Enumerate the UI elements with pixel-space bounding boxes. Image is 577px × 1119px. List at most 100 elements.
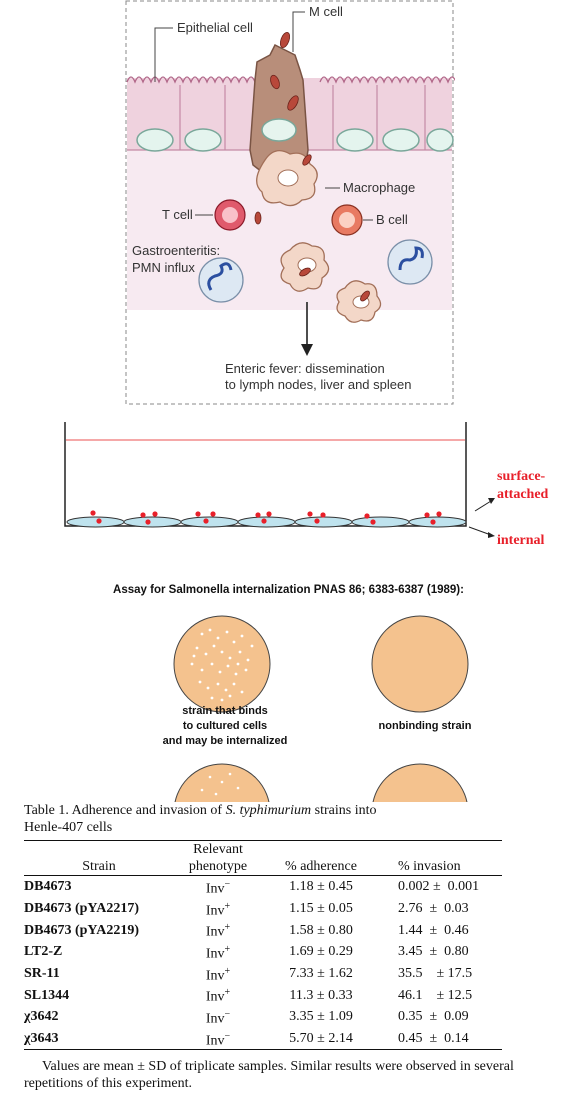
phenotype-text: Inv	[205, 903, 225, 919]
caption-binding-strain: strain that binds to cultured cells and …	[140, 704, 310, 749]
epithelial-cell	[351, 516, 410, 528]
cell-phenotype: Inv+	[174, 984, 262, 1006]
bacterium-dot	[314, 518, 320, 524]
arrow-head	[301, 344, 313, 356]
phenotype-text: Inv	[205, 1011, 225, 1027]
caption-prefix: Table 1. Adherence and invasion of	[24, 803, 226, 818]
cell-strain: DB4673	[24, 879, 72, 895]
microvilli-left	[126, 76, 256, 84]
phenotype-text: Inv	[205, 1033, 225, 1049]
label-leaders	[154, 11, 373, 221]
bacteria-dots	[90, 510, 442, 525]
header-row: Strain phenotype % adherence % invasion	[24, 858, 502, 876]
macrophage-nucleus	[277, 169, 299, 187]
phenotype-text: Inv	[205, 968, 225, 984]
cell-phenotype: Inv−	[174, 1027, 262, 1051]
colony-dot	[195, 646, 199, 650]
species-name: S. typhimurium	[225, 803, 312, 818]
colony-dot	[200, 668, 204, 672]
m-cell	[249, 43, 309, 181]
cell-adherence: 1.69 ± 0.29	[289, 944, 353, 960]
colony-dot	[238, 650, 242, 654]
pmn-cell-right	[387, 239, 433, 285]
infection-schematic-figure: Epithelial cell M cell Macrophage T cell…	[125, 0, 455, 405]
epithelial-cell	[180, 516, 239, 528]
colony-dot	[216, 682, 220, 686]
colony-dot	[220, 698, 224, 702]
colony-dot	[232, 682, 236, 686]
header-adherence: % adherence	[262, 858, 380, 876]
header-relevant: Relevant	[174, 840, 262, 858]
phenotype-sup: +	[224, 922, 231, 934]
colony-dot	[234, 672, 238, 676]
cell-phenotype: Inv+	[174, 919, 262, 941]
arrow-surface	[474, 500, 492, 512]
cell-invasion: 3.45 ± 0.80	[398, 944, 469, 960]
table-caption: Table 1. Adherence and invasion of S. ty…	[24, 802, 510, 836]
label-enteric-fever: Enteric fever: dissemination	[225, 361, 385, 376]
phenotype-text: Inv	[205, 989, 225, 1005]
cell-adherence: 1.58 ± 0.80	[289, 922, 353, 938]
caption-line: strain that binds	[182, 705, 268, 717]
cell-strain: SL1344	[24, 987, 70, 1003]
cell-invasion: 0.35 ± 0.09	[398, 1009, 469, 1025]
bacterium-dot	[307, 511, 313, 517]
cell-invasion: 1.44 ± 0.46	[398, 922, 469, 938]
bacterium-dot	[320, 512, 326, 518]
colony-dot	[212, 644, 216, 648]
cell-monolayer	[66, 516, 467, 528]
bacteria-in-m-cell	[270, 31, 299, 111]
bacterium-dot	[261, 518, 267, 524]
colony-dot	[206, 686, 210, 690]
caption-line: and may be internalized	[162, 735, 288, 747]
colony-dot	[220, 650, 224, 654]
header-row: Relevant	[24, 840, 502, 858]
label-t-cell: T cell	[162, 207, 193, 222]
cell-phenotype: Inv+	[174, 898, 262, 920]
phenotype-text: Inv	[205, 881, 225, 897]
cell-phenotype: Inv−	[174, 1006, 262, 1028]
cell-strain: χ3643	[24, 1027, 174, 1051]
phenotype-sup: −	[224, 1008, 231, 1020]
cell-adherence: 3.35 ± 1.09	[289, 1009, 353, 1025]
cell-phenotype: Inv+	[174, 941, 262, 963]
cell-strain: LT2-Z	[24, 944, 63, 960]
label-epithelial-cell: Epithelial cell	[177, 20, 253, 35]
bacterium-dot	[203, 518, 209, 524]
bacterium-dot	[430, 519, 436, 525]
colony-dot	[198, 680, 202, 684]
colony-dot	[216, 636, 220, 640]
colony-dot	[228, 694, 232, 698]
bacterium-dot	[145, 519, 151, 525]
caption-line: to cultured cells	[182, 720, 268, 732]
colony-dot	[226, 664, 230, 668]
table-footnote: Values are mean ± SD of triplicate sampl…	[24, 1059, 514, 1092]
bacterium-dot	[140, 512, 146, 518]
colony-dot	[246, 658, 250, 662]
colony-dot	[225, 630, 229, 634]
bacterium-dot	[436, 511, 442, 517]
cell-strain: χ3642	[24, 1009, 59, 1025]
colony-dot	[190, 662, 194, 666]
cell-adherence: 11.3 ± 0.33	[289, 987, 353, 1003]
epithelial-cell	[408, 516, 467, 528]
colony-dot	[250, 644, 254, 648]
caption-suffix: strains into	[311, 803, 377, 818]
bacterium-dot	[255, 512, 261, 518]
phenotype-sup: +	[224, 987, 231, 999]
table-1: Table 1. Adherence and invasion of S. ty…	[24, 802, 514, 1092]
phenotype-sup: −	[224, 1030, 231, 1042]
bacterium	[302, 154, 312, 166]
bacterium-dot	[195, 511, 201, 517]
label-surface-attached-2: attached	[497, 487, 549, 502]
bacterium-dot	[370, 519, 376, 525]
cell-phenotype: Inv−	[174, 876, 262, 898]
header-phenotype: phenotype	[174, 858, 262, 876]
epithelial-nuclei	[136, 128, 454, 152]
cell-adherence: 7.33 ± 1.62	[289, 965, 353, 981]
